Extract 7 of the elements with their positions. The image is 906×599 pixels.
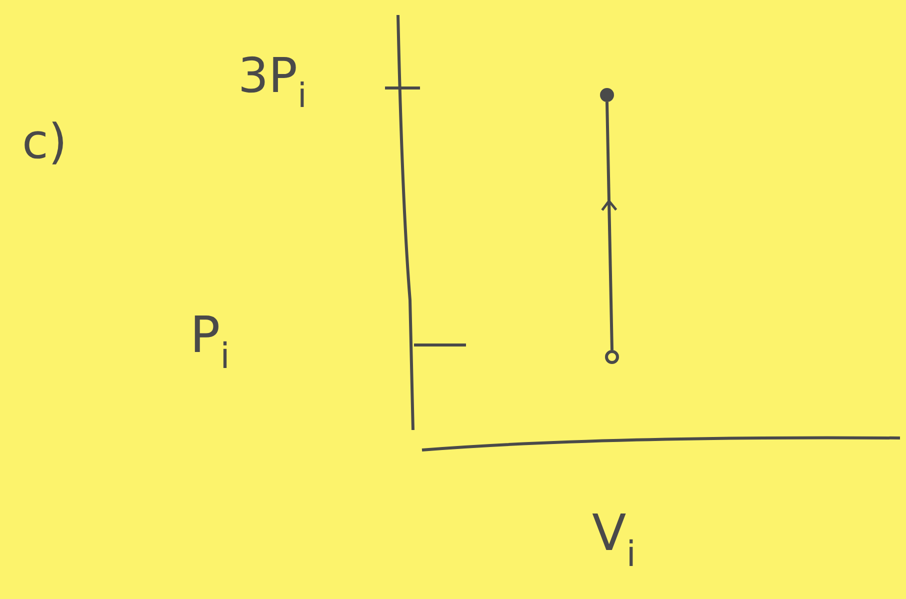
axis-label: P$_{i}$ (190, 310, 230, 375)
panel-label: c) (22, 118, 68, 166)
point (605, 350, 619, 364)
axis-label: 3P$_{i}$ (238, 52, 307, 113)
axis-label: V$_{i}$ (592, 508, 636, 573)
arrow (600, 102, 618, 350)
point (600, 88, 614, 102)
